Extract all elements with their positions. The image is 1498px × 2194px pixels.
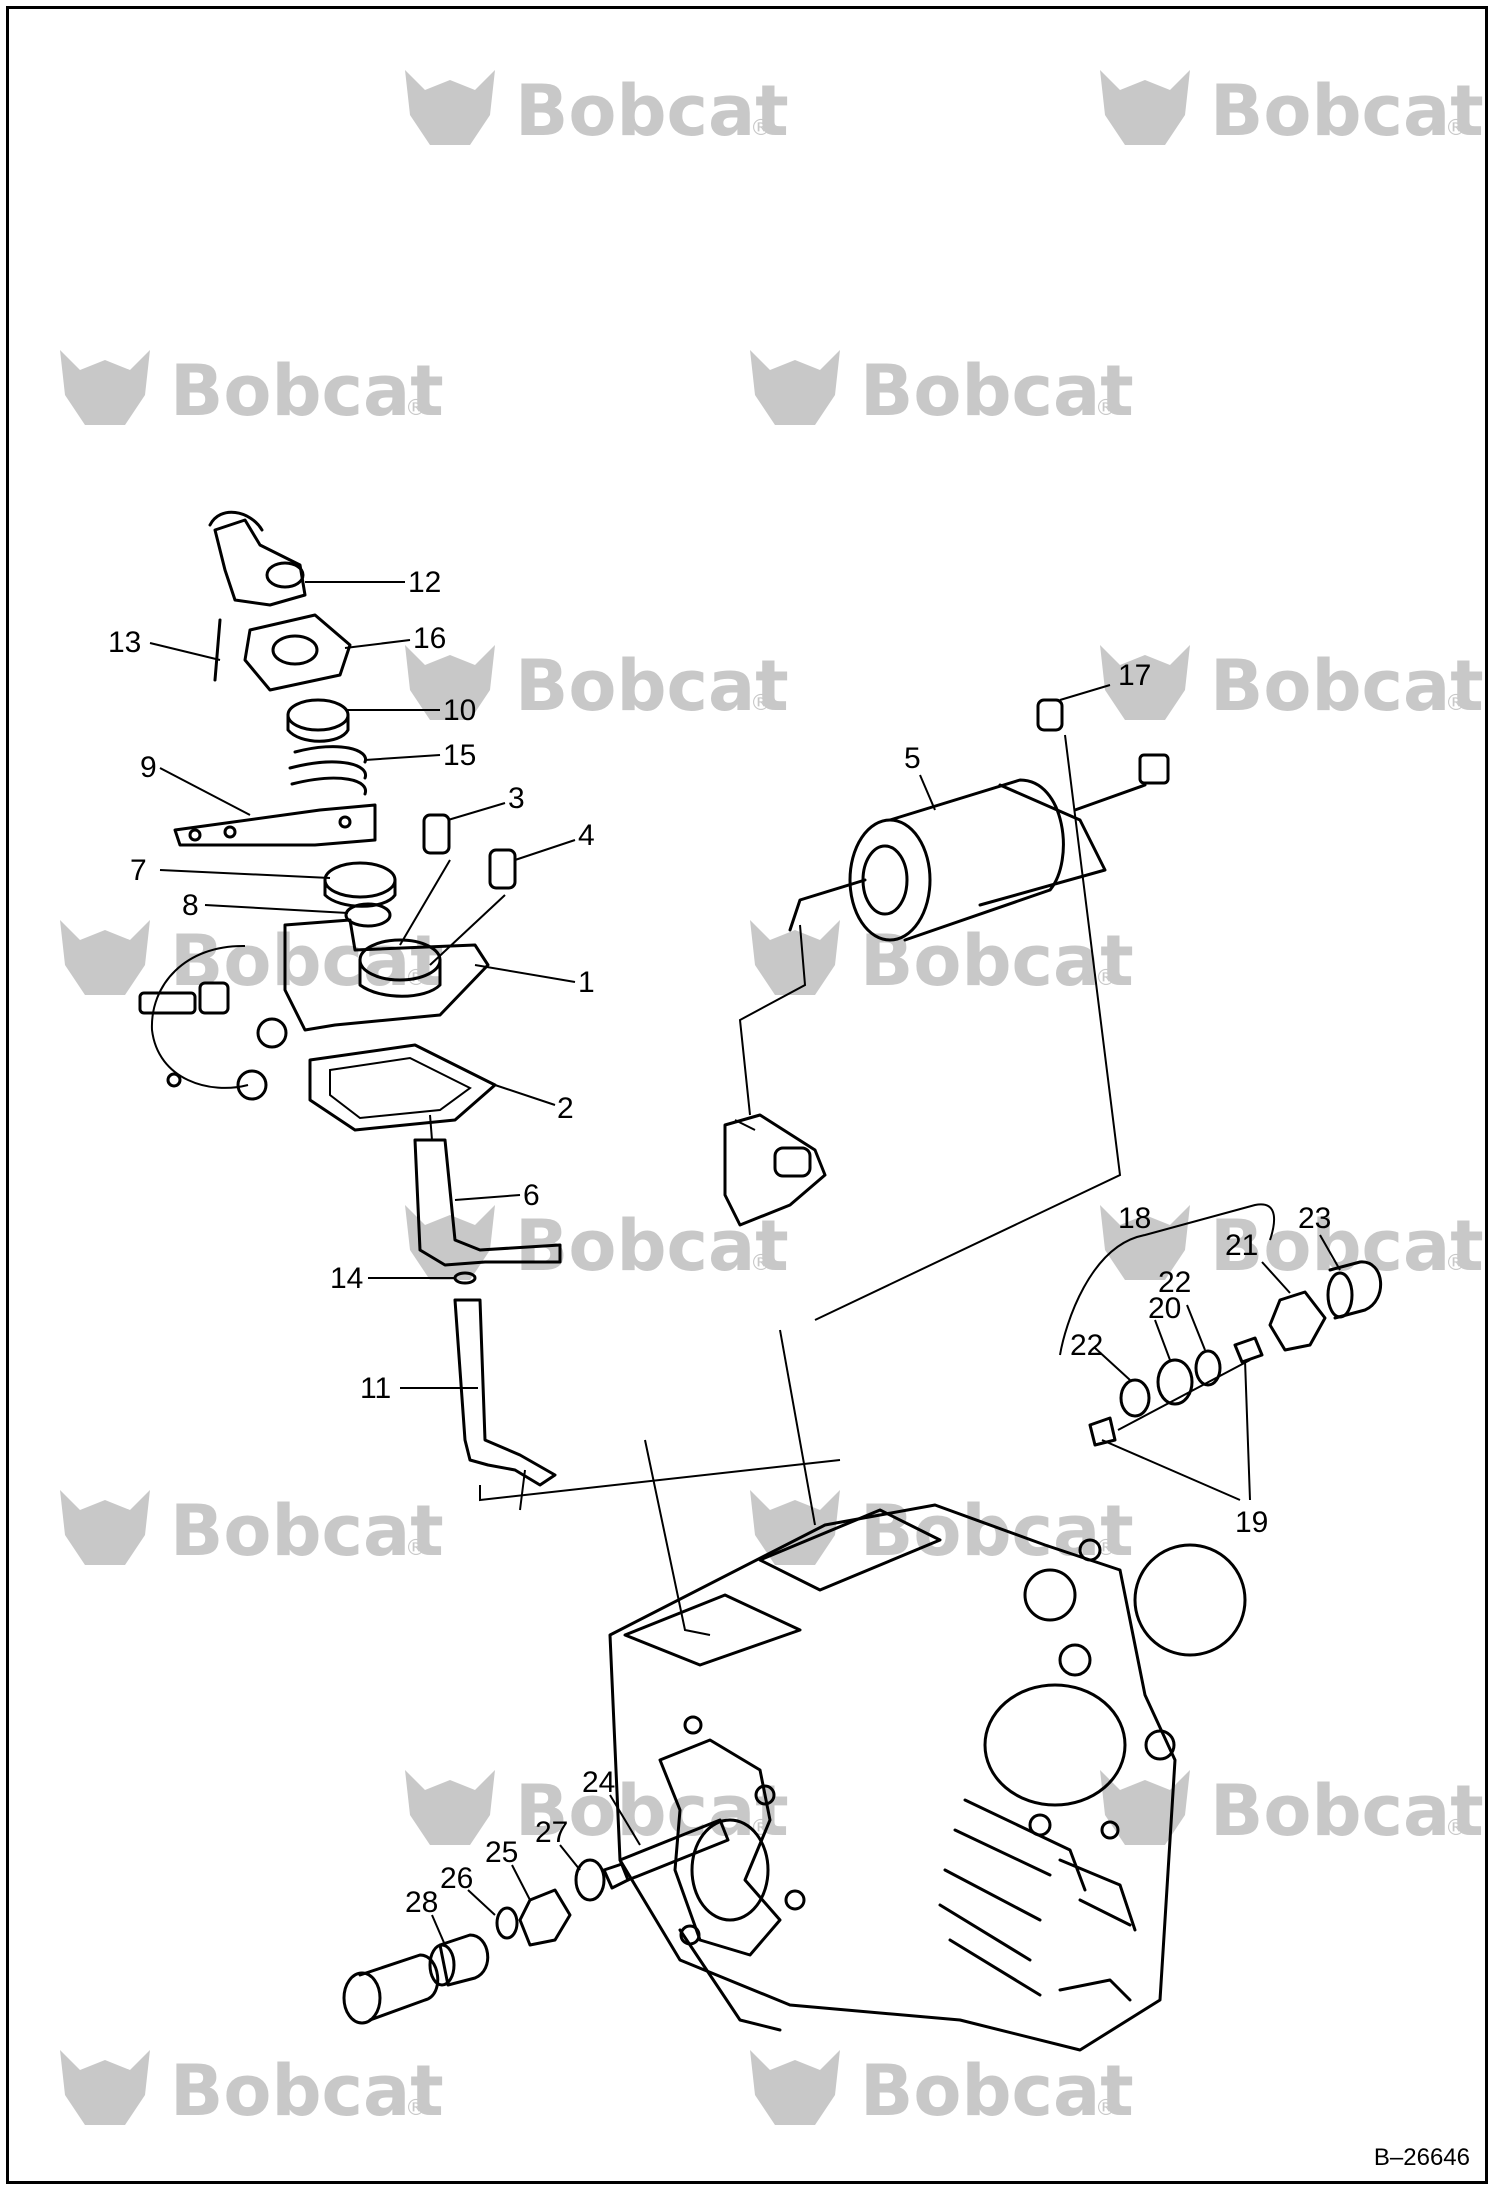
watermark-text: Bobcat bbox=[170, 1490, 444, 1572]
watermark-text: Bobcat bbox=[1210, 1770, 1484, 1852]
callout-14: 14 bbox=[330, 1262, 363, 1295]
callout-22-lower: 22 bbox=[1070, 1329, 1103, 1362]
callout-21: 21 bbox=[1225, 1229, 1258, 1262]
watermark-registered-mark: ® bbox=[1445, 691, 1467, 716]
callout-20: 20 bbox=[1148, 1292, 1181, 1325]
callout-24: 24 bbox=[582, 1766, 615, 1799]
engine-block bbox=[608, 1503, 1247, 2052]
watermark-text: Bobcat bbox=[515, 70, 789, 152]
watermark-registered-mark: ® bbox=[750, 116, 772, 141]
bobcat-head-icon bbox=[60, 350, 150, 425]
bobcat-head-icon bbox=[1100, 1205, 1190, 1280]
callout-18: 18 bbox=[1118, 1202, 1151, 1235]
callout-13: 13 bbox=[108, 626, 141, 659]
callout-8: 8 bbox=[182, 889, 199, 922]
watermark-text: Bobcat bbox=[1210, 645, 1484, 727]
bobcat-head-icon bbox=[60, 920, 150, 995]
watermark-registered-mark: ® bbox=[405, 396, 427, 421]
callout-6: 6 bbox=[523, 1179, 540, 1212]
callout-9: 9 bbox=[140, 751, 157, 784]
bobcat-head-icon bbox=[405, 70, 495, 145]
watermark-registered-mark: ® bbox=[405, 1536, 427, 1561]
callout-19: 19 bbox=[1235, 1506, 1268, 1539]
callout-16: 16 bbox=[413, 622, 446, 655]
bobcat-head-icon bbox=[405, 1770, 495, 1845]
callout-labels: 1 2 3 4 5 6 7 8 9 10 11 12 13 14 15 16 1… bbox=[108, 566, 1331, 1919]
watermark-text: Bobcat bbox=[860, 350, 1134, 432]
guide-lines bbox=[479, 734, 1122, 1636]
callout-27: 27 bbox=[535, 1816, 568, 1849]
callout-leaders bbox=[149, 581, 1341, 1946]
watermark-registered-mark: ® bbox=[1445, 116, 1467, 141]
watermark-registered-mark: ® bbox=[1095, 1536, 1117, 1561]
callout-4: 4 bbox=[578, 819, 595, 852]
callout-23: 23 bbox=[1298, 1202, 1331, 1235]
watermark-text: Bobcat bbox=[515, 645, 789, 727]
callout-5: 5 bbox=[904, 742, 921, 775]
bobcat-head-icon bbox=[405, 1205, 495, 1280]
bobcat-head-icon bbox=[60, 1490, 150, 1565]
callout-25: 25 bbox=[485, 1836, 518, 1869]
watermark-registered-mark: ® bbox=[1095, 2096, 1117, 2121]
bobcat-head-icon bbox=[1100, 645, 1190, 720]
callout-3: 3 bbox=[508, 782, 525, 815]
bobcat-head-icon bbox=[405, 645, 495, 720]
watermark-registered-mark: ® bbox=[1095, 396, 1117, 421]
bobcat-head-icon bbox=[60, 2050, 150, 2125]
callout-15: 15 bbox=[443, 739, 476, 772]
watermark-registered-mark: ® bbox=[1445, 1816, 1467, 1841]
bobcat-head-icon bbox=[750, 350, 840, 425]
watermark-text: Bobcat bbox=[1210, 1205, 1484, 1287]
watermark-registered-mark: ® bbox=[750, 691, 772, 716]
adjust-screw-right bbox=[1059, 1203, 1382, 1501]
watermark-registered-mark: ® bbox=[1445, 1251, 1467, 1276]
adjust-screw-left bbox=[342, 1818, 730, 2025]
callout-28: 28 bbox=[405, 1886, 438, 1919]
callout-26: 26 bbox=[440, 1862, 473, 1895]
figure-number: B–26646 bbox=[1373, 2144, 1470, 2171]
watermark-registered-mark: ® bbox=[1095, 966, 1117, 991]
watermark-text: Bobcat bbox=[170, 2050, 444, 2132]
callout-1: 1 bbox=[578, 966, 595, 999]
watermark-text: Bobcat bbox=[170, 350, 444, 432]
bobcat-head-icon bbox=[750, 1490, 840, 1565]
callout-7: 7 bbox=[130, 854, 147, 887]
watermark-text: Bobcat bbox=[170, 920, 444, 1002]
watermark-text: Bobcat bbox=[1210, 70, 1484, 152]
watermark-text: Bobcat bbox=[860, 2050, 1134, 2132]
watermark-text: Bobcat bbox=[515, 1770, 789, 1852]
callout-11: 11 bbox=[360, 1372, 391, 1405]
bobcat-head-icon bbox=[1100, 1770, 1190, 1845]
solenoid bbox=[723, 698, 1170, 1227]
callout-22-upper: 22 bbox=[1158, 1266, 1191, 1299]
watermark-registered-mark: ® bbox=[750, 1251, 772, 1276]
callout-17: 17 bbox=[1118, 659, 1151, 692]
bobcat-head-icon bbox=[1100, 70, 1190, 145]
watermark-registered-mark: ® bbox=[405, 2096, 427, 2121]
bobcat-head-icon bbox=[750, 2050, 840, 2125]
bobcat-head-icon bbox=[750, 920, 840, 995]
watermark-layer: Bobcat®Bobcat®Bobcat®Bobcat®Bobcat®Bobca… bbox=[60, 70, 1484, 2132]
callout-10: 10 bbox=[443, 694, 476, 727]
governor-assembly bbox=[138, 510, 562, 1487]
callout-12: 12 bbox=[408, 566, 441, 599]
callout-2: 2 bbox=[557, 1092, 574, 1125]
